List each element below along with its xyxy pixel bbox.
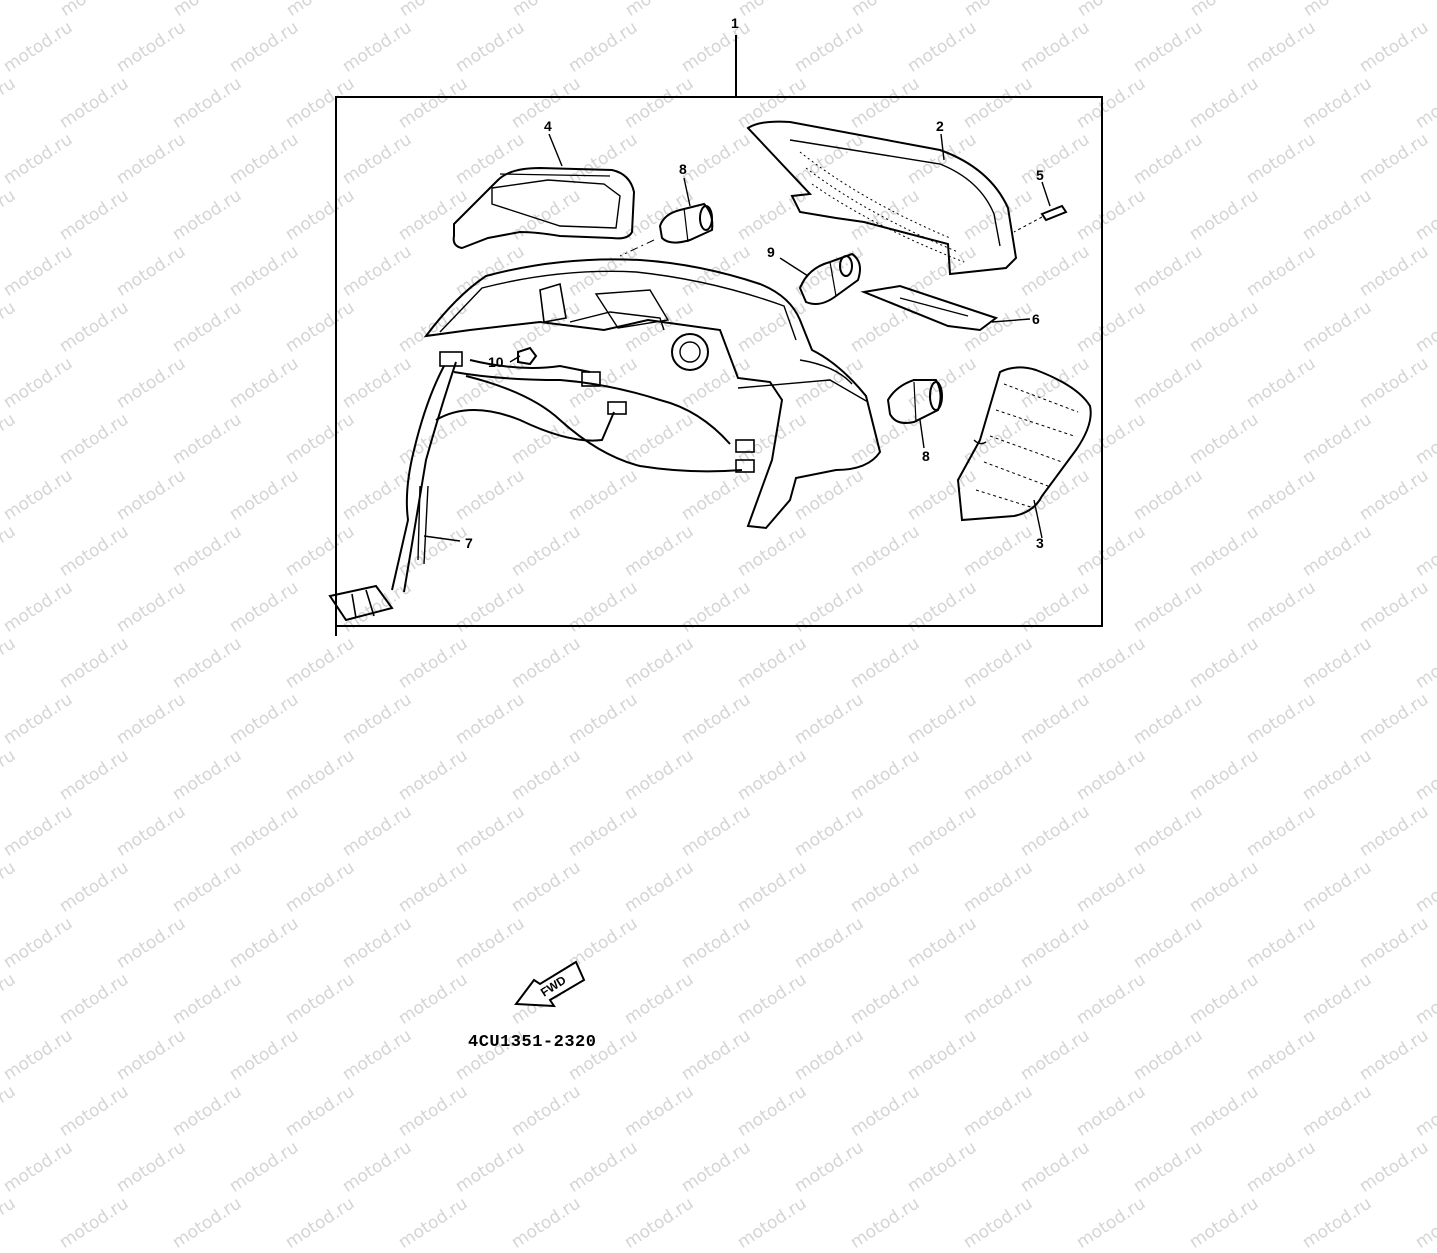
callout-6: 6	[1032, 311, 1040, 327]
watermark-text: motod.ru	[565, 1137, 642, 1197]
watermark-text: motod.ru	[508, 1081, 585, 1141]
part-screw-5	[1013, 204, 1068, 233]
watermark-text: motod.ru	[113, 1137, 190, 1197]
callout-3: 3	[1036, 535, 1044, 551]
part-wire-harness-7	[328, 351, 755, 622]
watermark-text: motod.ru	[1186, 1193, 1263, 1253]
watermark-text: motod.ru	[169, 1193, 246, 1253]
watermark-text: motod.ru	[0, 1137, 77, 1197]
part-bulb-8-upper	[619, 202, 714, 257]
callout-8-lower: 8	[922, 448, 930, 464]
part-gasket-6	[860, 284, 999, 332]
watermark-text: motod.ru	[1017, 1137, 1094, 1197]
watermark-text: motod.ru	[791, 1137, 868, 1197]
watermark-text: motod.ru	[734, 1081, 811, 1141]
callout-8-upper: 8	[679, 161, 687, 177]
part-lens-3	[956, 366, 1092, 522]
fwd-arrow-icon: FWD	[514, 960, 586, 1008]
callout-7: 7	[465, 535, 473, 551]
watermark-text: motod.ru	[847, 1081, 924, 1141]
watermark-text: motod.ru	[1186, 1081, 1263, 1141]
leader-lines	[423, 133, 1051, 542]
watermark-text: motod.ru	[56, 1081, 133, 1141]
watermark-text: motod.ru	[847, 1193, 924, 1253]
watermark-text: motod.ru	[960, 1081, 1037, 1141]
watermark-text: motod.ru	[1073, 1081, 1150, 1141]
part-bulb-8-lower	[886, 379, 943, 424]
watermark-text: motod.ru	[1299, 1193, 1376, 1253]
watermark-text: motod.ru	[1299, 1081, 1376, 1141]
part-bulb-9	[798, 252, 861, 305]
callout-1: 1	[731, 15, 739, 31]
watermark-text: motod.ru	[56, 1193, 133, 1253]
watermark-text: motod.ru	[678, 1137, 755, 1197]
watermark-text: motod.ru	[904, 1137, 981, 1197]
callouts: 1 2 3 4 5 6 7 8 8 9 10	[465, 15, 1044, 551]
watermark-text: motod.ru	[1412, 1193, 1437, 1253]
watermark-text: motod.ru	[226, 1137, 303, 1197]
watermark-text: motod.ru	[1073, 1193, 1150, 1253]
diagram-code: 4CU1351-2320	[468, 1033, 597, 1052]
watermark-text: motod.ru	[1243, 1137, 1320, 1197]
watermark-text: motod.ru	[0, 1081, 20, 1141]
watermark-text: motod.ru	[621, 1193, 698, 1253]
parts-diagram: 1 2 3 4 5 6 7 8 8 9 10 FWD	[328, 15, 1103, 1008]
watermark-text: motod.ru	[169, 1081, 246, 1141]
watermark-text: motod.ru	[621, 1081, 698, 1141]
callout-5: 5	[1036, 167, 1044, 183]
part-lens-4	[452, 166, 636, 250]
watermark-text: motod.ru	[960, 1193, 1037, 1253]
watermark-text: motod.ru	[1356, 1137, 1433, 1197]
part-nut-10	[517, 346, 538, 366]
watermark-text: motod.ru	[282, 1081, 359, 1141]
watermark-text: motod.ru	[0, 1193, 20, 1253]
watermark-text: motod.ru	[452, 1137, 529, 1197]
watermark-text: motod.ru	[339, 1137, 416, 1197]
watermark-text: motod.ru	[395, 1081, 472, 1141]
watermark-text: motod.ru	[1130, 1137, 1207, 1197]
main-housing	[423, 258, 882, 530]
part-lens-2	[746, 120, 1018, 276]
watermark-text: motod.ru	[395, 1193, 472, 1253]
watermark-text: motod.ru	[282, 1193, 359, 1253]
callout-4: 4	[544, 118, 552, 134]
watermark-text: motod.ru	[508, 1193, 585, 1253]
callout-2: 2	[936, 118, 944, 134]
watermark-text: motod.ru	[1412, 1081, 1437, 1141]
watermark-text: motod.ru	[734, 1193, 811, 1253]
callout-9: 9	[767, 244, 775, 260]
assembly-frame	[335, 35, 1103, 636]
callout-10: 10	[488, 354, 504, 370]
